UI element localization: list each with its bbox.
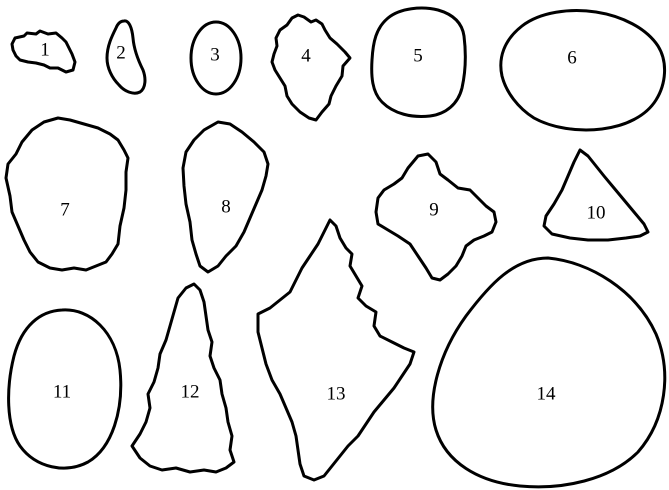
shape-3-label: 3 [210,45,220,66]
shape-12-label: 12 [181,382,200,403]
shape-1-label: 1 [40,40,50,61]
shape-7-label: 7 [60,200,70,221]
shape-14-outline [433,258,665,487]
shape-12-outline [132,284,234,472]
shape-6-label: 6 [567,48,577,69]
shape-10-outline [544,150,648,240]
shape-2-outline [107,21,145,93]
shape-10: 10 [544,150,648,240]
shape-2-label: 2 [116,43,126,64]
shape-9-label: 9 [429,200,439,221]
shape-13-label: 13 [327,384,346,405]
shape-5-label: 5 [413,46,423,67]
shape-6-outline [501,11,665,130]
shape-8: 8 [183,122,268,272]
shape-11: 11 [9,310,121,468]
shape-11-label: 11 [53,382,71,403]
shape-14-label: 14 [537,384,557,405]
shape-13: 13 [258,220,414,480]
shape-2: 2 [107,21,145,93]
shape-13-outline [258,220,414,480]
shape-5: 5 [372,8,466,116]
shape-9: 9 [376,154,496,280]
shape-14: 14 [433,258,665,487]
shape-4-label: 4 [301,46,311,67]
shape-4: 4 [272,15,350,120]
shape-8-label: 8 [221,197,231,218]
shape-10-label: 10 [587,203,606,224]
shape-1: 1 [12,31,75,72]
shape-7: 7 [6,118,128,270]
shape-12: 12 [132,284,234,472]
shape-6: 6 [501,11,665,130]
shape-7-outline [6,118,128,270]
shape-3: 3 [191,22,241,94]
shape-4-outline [272,15,350,120]
